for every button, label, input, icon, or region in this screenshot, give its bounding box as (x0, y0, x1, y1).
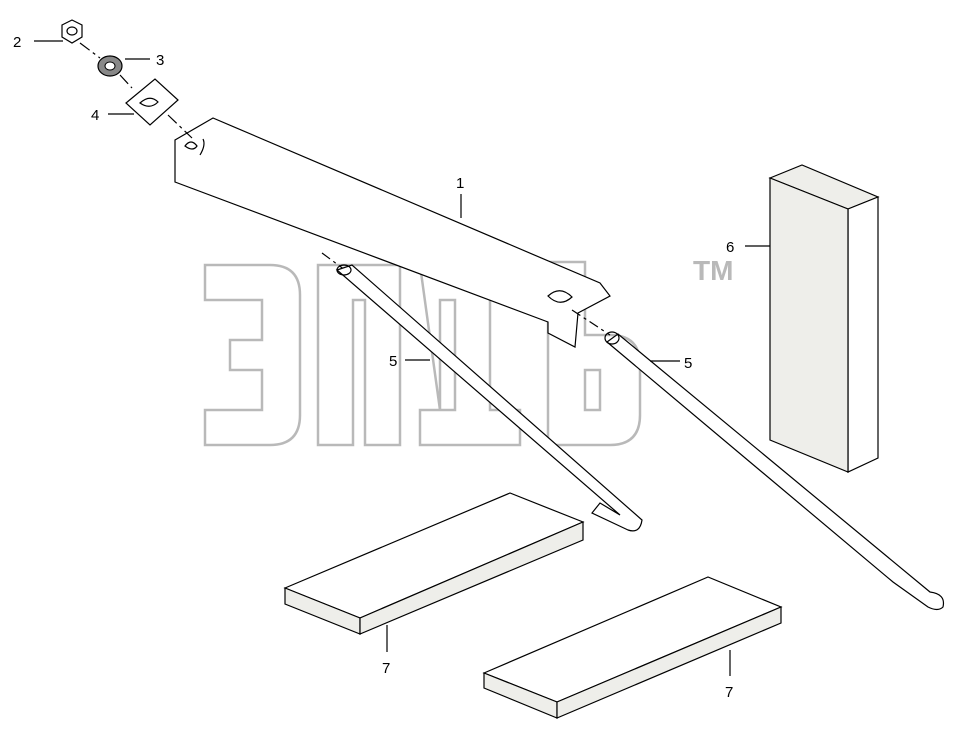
part-7-plank-lower (482, 576, 783, 719)
watermark-letter-p (316, 263, 402, 447)
part-5-rod-left (321, 252, 643, 532)
assembly-axis-line (79, 42, 193, 139)
hook-detail (547, 290, 611, 336)
callout-5-left: 5 (389, 353, 397, 370)
callout-7-lower: 7 (725, 684, 733, 701)
callout-7-upper: 7 (382, 660, 390, 677)
callout-4: 4 (91, 107, 99, 124)
callout-1: 1 (456, 175, 464, 192)
callout-2: 2 (13, 34, 21, 51)
watermark-letter-e (203, 263, 302, 447)
part-4-plate (125, 78, 179, 126)
part-2-nut (61, 19, 83, 44)
part-6-block (768, 164, 880, 473)
callout-labels: 2 3 4 1 5 5 6 7 7 (13, 34, 734, 701)
callout-leaders (34, 40, 770, 676)
part-7-plank-upper (283, 492, 585, 635)
part-3-washer (97, 55, 123, 77)
part-5-rod-right (604, 331, 945, 611)
callout-3: 3 (156, 52, 164, 69)
watermark-tm: TM (693, 255, 733, 286)
callout-5-right: 5 (684, 355, 692, 372)
part-1-bracket (174, 117, 611, 348)
callout-6: 6 (726, 239, 734, 256)
